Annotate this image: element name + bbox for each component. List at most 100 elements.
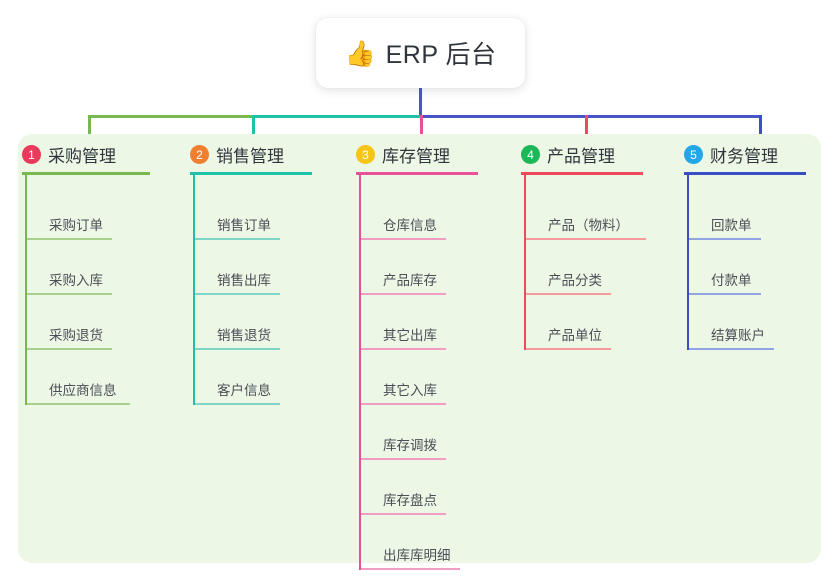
menu-item-label: 付款单 — [711, 273, 752, 288]
module-header-4[interactable]: 4 产品管理 — [521, 142, 615, 167]
module-spine-1 — [25, 172, 27, 405]
menu-item-label: 结算账户 — [711, 328, 765, 343]
menu-item-rule — [361, 403, 446, 405]
menu-item-label: 产品分类 — [548, 273, 602, 288]
module-badge-2: 2 — [190, 145, 209, 164]
menu-item[interactable]: 结算账户 — [689, 304, 780, 350]
menu-item[interactable]: 其它出库 — [361, 304, 452, 350]
menu-item-rule — [195, 293, 280, 295]
menu-item-rule — [361, 458, 446, 460]
module-badge-5: 5 — [684, 145, 703, 164]
menu-item-rule — [361, 348, 446, 350]
menu-item[interactable]: 其它入库 — [361, 359, 452, 405]
menu-item[interactable]: 库存盘点 — [361, 469, 452, 515]
menu-item[interactable]: 采购订单 — [27, 194, 118, 240]
menu-item-rule — [526, 348, 611, 350]
module-header-3[interactable]: 3 库存管理 — [356, 142, 450, 167]
module-badge-4: 4 — [521, 145, 540, 164]
module-spine-5 — [687, 172, 689, 350]
module-header-rule-2 — [190, 172, 312, 175]
menu-item-rule — [195, 238, 280, 240]
menu-item-rule — [27, 403, 130, 405]
menu-item-label: 仓库信息 — [383, 218, 437, 233]
root-stem-connector — [419, 88, 422, 117]
menu-item[interactable]: 销售订单 — [195, 194, 286, 240]
module-header-rule-1 — [22, 172, 150, 175]
menu-item[interactable]: 销售出库 — [195, 249, 286, 295]
menu-item[interactable]: 产品单位 — [526, 304, 617, 350]
menu-item-rule — [195, 403, 280, 405]
menu-item-rule — [361, 568, 460, 570]
menu-item[interactable]: 付款单 — [689, 249, 767, 295]
module-header-rule-4 — [521, 172, 643, 175]
module-spine-3 — [359, 172, 361, 570]
menu-item-label: 产品库存 — [383, 273, 437, 288]
module-title-5: 财务管理 — [710, 147, 778, 166]
menu-item-label: 其它入库 — [383, 383, 437, 398]
menu-item-rule — [27, 238, 112, 240]
menu-item-label: 销售订单 — [217, 218, 271, 233]
menu-item[interactable]: 供应商信息 — [27, 359, 136, 405]
menu-item-label: 销售退货 — [217, 328, 271, 343]
drop-connector-1 — [88, 115, 91, 134]
menu-item-label: 供应商信息 — [49, 383, 117, 398]
menu-item-label: 产品单位 — [548, 328, 602, 343]
menu-item[interactable]: 回款单 — [689, 194, 767, 240]
module-title-4: 产品管理 — [547, 147, 615, 166]
drop-connector-5 — [759, 115, 762, 134]
menu-item-rule — [526, 238, 646, 240]
drop-connector-4 — [585, 115, 588, 134]
menu-item-label: 出库库明细 — [383, 548, 451, 563]
menu-item-rule — [27, 293, 112, 295]
module-spine-4 — [524, 172, 526, 350]
menu-item-rule — [361, 293, 446, 295]
module-title-2: 销售管理 — [216, 147, 284, 166]
menu-item-rule — [689, 238, 761, 240]
menu-item-label: 其它出库 — [383, 328, 437, 343]
thumbs-up-icon: 👍 — [344, 38, 376, 68]
root-node-label: ERP 后台 — [385, 41, 497, 69]
menu-item[interactable]: 产品库存 — [361, 249, 452, 295]
menu-item-rule — [689, 293, 761, 295]
menu-item[interactable]: 客户信息 — [195, 359, 286, 405]
bus-segment-3 — [420, 115, 759, 118]
menu-item[interactable]: 出库库明细 — [361, 524, 466, 570]
root-node[interactable]: 👍 ERP 后台 — [316, 18, 525, 88]
module-header-2[interactable]: 2 销售管理 — [190, 142, 284, 167]
menu-item-label: 销售出库 — [217, 273, 271, 288]
menu-item[interactable]: 产品（物料） — [526, 194, 652, 240]
module-header-rule-3 — [356, 172, 478, 175]
menu-item-rule — [361, 513, 446, 515]
menu-item[interactable]: 采购入库 — [27, 249, 118, 295]
menu-item-rule — [27, 348, 112, 350]
menu-item-label: 采购入库 — [49, 273, 103, 288]
module-header-1[interactable]: 1 采购管理 — [22, 142, 116, 167]
menu-item-label: 回款单 — [711, 218, 752, 233]
menu-item[interactable]: 仓库信息 — [361, 194, 452, 240]
menu-item-label: 采购退货 — [49, 328, 103, 343]
menu-item[interactable]: 库存调拨 — [361, 414, 452, 460]
module-title-1: 采购管理 — [48, 147, 116, 166]
menu-item[interactable]: 产品分类 — [526, 249, 617, 295]
menu-item-rule — [195, 348, 280, 350]
menu-item-label: 产品（物料） — [548, 218, 629, 233]
menu-item[interactable]: 销售退货 — [195, 304, 286, 350]
module-title-3: 库存管理 — [382, 147, 450, 166]
menu-item-label: 库存盘点 — [383, 493, 437, 508]
drop-connector-2 — [252, 115, 255, 134]
menu-item-rule — [526, 293, 611, 295]
menu-item-label: 采购订单 — [49, 218, 103, 233]
module-header-5[interactable]: 5 财务管理 — [684, 142, 778, 167]
module-spine-2 — [193, 172, 195, 405]
module-badge-3: 3 — [356, 145, 375, 164]
module-badge-1: 1 — [22, 145, 41, 164]
module-header-rule-5 — [684, 172, 806, 175]
bus-segment-1 — [88, 115, 252, 118]
menu-item[interactable]: 采购退货 — [27, 304, 118, 350]
modules-board: 1 采购管理采购订单采购入库采购退货供应商信息 2 销售管理销售订单销售出库销售退货客… — [18, 134, 821, 570]
menu-item-rule — [361, 238, 446, 240]
menu-item-label: 库存调拨 — [383, 438, 437, 453]
bus-segment-2 — [252, 115, 420, 118]
drop-connector-3 — [420, 115, 423, 134]
